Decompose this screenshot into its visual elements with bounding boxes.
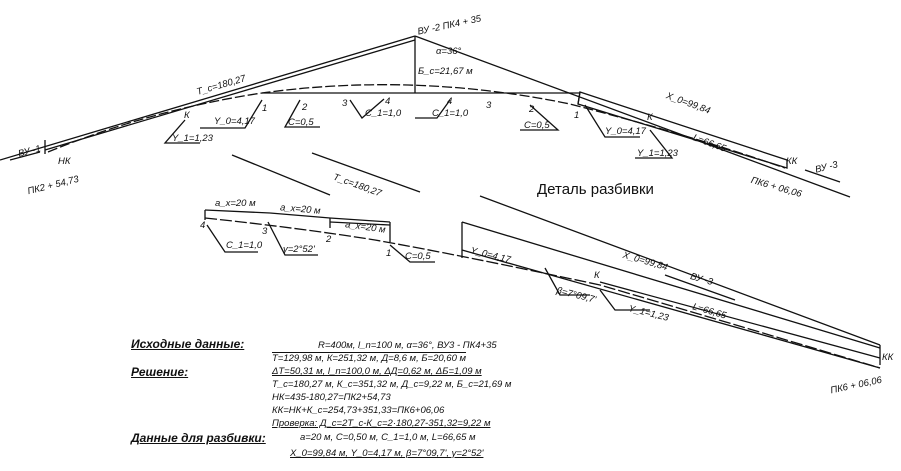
detail-line (461, 249, 881, 369)
detail-point-3: 3 (262, 226, 268, 237)
c-right: C=0,5 (524, 120, 550, 131)
detail-curve (204, 217, 881, 369)
separator (231, 154, 331, 196)
detail-chord (329, 221, 391, 226)
point-4: 4 (385, 96, 391, 107)
detail-title: Деталь разбивки (537, 181, 654, 198)
bisector-label: Б_c=21,67 м (418, 66, 473, 77)
k-left: К (184, 110, 190, 121)
detail-kk: КК (882, 352, 894, 363)
point-3b: 3 (486, 100, 492, 111)
leader (635, 129, 674, 159)
notes-line-3: Т_c=180,27 м, К_c=351,32 м, Д_c=9,22 м, … (272, 379, 512, 390)
notes-line-1: Т=129,98 м, К=251,32 м, Д=8,6 м, Б=20,60… (272, 353, 467, 364)
detail-chord (204, 209, 271, 214)
kk-label: КК (786, 156, 798, 167)
leader (520, 104, 560, 131)
leader (389, 244, 435, 263)
point-1b: 1 (574, 110, 580, 121)
separator (311, 152, 421, 193)
point-3: 3 (342, 98, 348, 109)
point-2b: 2 (529, 104, 535, 115)
point-1: 1 (262, 103, 268, 114)
c1-left: C_1=1,0 (365, 108, 402, 119)
y1-left: Y_1=1,23 (172, 133, 213, 144)
notes-line-6: Проверка: Д_c=2Т_c-К_c=2·180,27-351,32=9… (272, 418, 491, 429)
leader (599, 289, 650, 311)
detail-gamma: γ=2°52' (283, 244, 315, 255)
detail-c: C=0,5 (405, 251, 431, 262)
leader (283, 99, 320, 128)
leader (206, 224, 258, 253)
detail-c1: C_1=1,0 (226, 240, 263, 251)
vu3-mark (804, 169, 841, 183)
c1-right: C_1=1,0 (432, 108, 469, 119)
detail-line (599, 281, 881, 359)
vu1-mark (9, 151, 41, 161)
notes-line-8: X_0=99,84 м, Y_0=4,17 м, β=7°09,7', γ=2°… (290, 448, 484, 459)
main-curve (47, 84, 786, 169)
leader (415, 99, 451, 119)
leader (267, 221, 318, 256)
detail-point-4: 4 (200, 220, 206, 231)
nk-label: НК (58, 156, 71, 167)
detail-chord (329, 217, 391, 223)
separator (479, 195, 881, 346)
source-line: R=400м, l_n=100 м, α=36°, ВУ3 - ПК4+35 (318, 340, 497, 351)
vu3-arrow (664, 274, 736, 301)
detail-chord (269, 212, 331, 219)
detail-point-1: 1 (386, 248, 392, 259)
box-end (577, 91, 581, 105)
solution-heading: Решение: (131, 365, 189, 379)
detail-tangent (461, 221, 881, 349)
tangent-box-left (44, 39, 416, 151)
right-tangent (414, 35, 851, 198)
leader (163, 119, 200, 144)
k-right: К (647, 112, 653, 123)
c-left: C=0,5 (288, 117, 314, 128)
notes-line-2: ΔТ=50,31 м, l_n=100,0 м, ΔД=0,62 м, ΔБ=1… (272, 366, 482, 377)
detail-point-2: 2 (326, 234, 332, 245)
leader (200, 99, 263, 129)
alpha-label: α=36° (436, 46, 462, 57)
leader (349, 98, 385, 119)
notes-line-4: НК=435-180,27=ПК2+54,73 (272, 392, 391, 403)
leader (584, 104, 640, 138)
layout-heading: Данные для разбивки: (131, 431, 266, 445)
y1-right: Y_1=1,23 (637, 148, 678, 159)
point-4b: 4 (447, 96, 453, 107)
point-2: 2 (302, 102, 308, 113)
notes-line-5: КК=НК+К_c=254,73+351,33=ПК6+06,06 (272, 405, 445, 416)
detail-k: К (594, 270, 600, 281)
notes-line-7: a=20 м, C=0,50 м, C_1=1,0 м, L=66,65 м (300, 432, 476, 443)
ax-1: a_x=20 м (215, 198, 256, 209)
y0-right: Y_0=4,17 (605, 126, 646, 137)
source-heading: Исходные данные: (131, 337, 245, 351)
y0-left: Y_0=4,17 (214, 116, 255, 127)
leader (544, 267, 590, 296)
left-tangent (0, 35, 416, 161)
